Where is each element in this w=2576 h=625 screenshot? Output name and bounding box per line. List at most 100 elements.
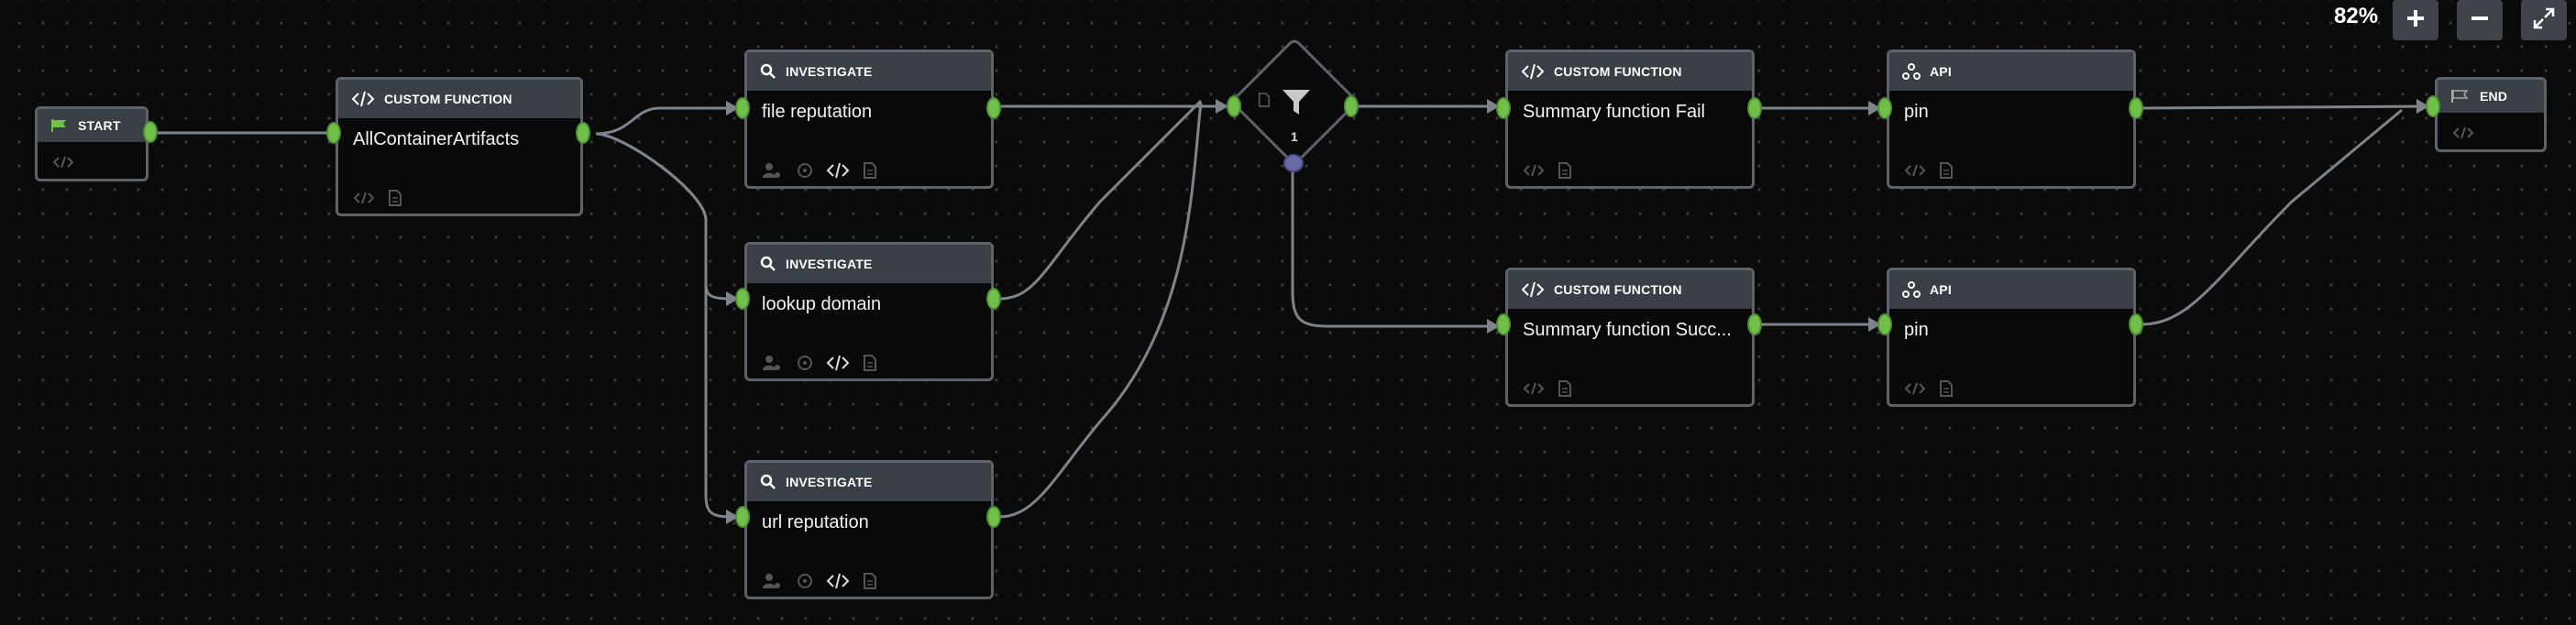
output-port[interactable] xyxy=(1747,97,1762,119)
start-label: START xyxy=(78,118,121,133)
code-icon[interactable] xyxy=(1523,163,1545,178)
notes-icon[interactable] xyxy=(1939,380,1954,397)
code-icon[interactable] xyxy=(2452,126,2474,140)
node-type: CUSTOM FUNCTION xyxy=(1554,64,1682,79)
code-icon[interactable] xyxy=(1523,381,1545,396)
input-port[interactable] xyxy=(1496,313,1511,335)
node-title: url reputation xyxy=(762,512,869,532)
custom-function-node-summary-fail[interactable]: CUSTOM FUNCTION Summary function Fail xyxy=(1505,49,1755,189)
end-node[interactable]: END xyxy=(2435,77,2547,152)
notes-icon[interactable] xyxy=(863,573,877,589)
start-node[interactable]: START xyxy=(35,106,149,181)
clock-icon[interactable] xyxy=(797,355,813,371)
input-port[interactable] xyxy=(1877,313,1892,335)
flag-outline-icon xyxy=(2450,89,2471,104)
arrowhead xyxy=(726,101,739,115)
input-port[interactable] xyxy=(1496,97,1511,119)
zoom-out-button[interactable] xyxy=(2457,0,2503,40)
end-input-port[interactable] xyxy=(2426,95,2440,117)
user-icon[interactable] xyxy=(762,162,784,179)
code-icon[interactable] xyxy=(52,155,74,170)
plus-icon xyxy=(2405,8,2426,33)
edge-custom-to-domain xyxy=(595,132,740,301)
user-icon[interactable] xyxy=(762,573,784,589)
edge-api-bottom-to-end xyxy=(2141,108,2403,326)
api-node-pin-top[interactable]: API pin xyxy=(1887,49,2136,189)
code-icon[interactable] xyxy=(1904,163,1926,178)
custom-function-node-summary-success[interactable]: CUSTOM FUNCTION Summary function Succ... xyxy=(1505,268,1755,407)
edge-url-to-filter xyxy=(998,102,1203,519)
input-port[interactable] xyxy=(735,506,750,528)
code-icon[interactable] xyxy=(826,355,850,371)
filter-bottom-port[interactable] xyxy=(1283,154,1304,172)
code-icon[interactable] xyxy=(1904,381,1926,396)
edge-domain-to-filter xyxy=(998,99,1203,301)
arrowhead xyxy=(2416,99,2429,114)
node-title: pin xyxy=(1904,102,1929,122)
investigate-node-file-reputation[interactable]: INVESTIGATE file reputation xyxy=(744,49,994,189)
edge-custom-to-file xyxy=(595,106,739,136)
output-port[interactable] xyxy=(2129,313,2143,335)
node-title: file reputation xyxy=(762,102,873,122)
node-type: CUSTOM FUNCTION xyxy=(384,92,512,106)
notes-icon[interactable] xyxy=(1558,380,1572,397)
node-title: Summary function Fail xyxy=(1523,102,1705,122)
filter-content: 1 xyxy=(1249,56,1340,148)
node-title: pin xyxy=(1904,320,1929,340)
start-output-port[interactable] xyxy=(143,121,158,143)
input-port[interactable] xyxy=(735,97,750,119)
clock-icon[interactable] xyxy=(797,573,813,589)
notes-icon[interactable] xyxy=(863,355,877,371)
end-label: END xyxy=(2480,89,2508,104)
output-port[interactable] xyxy=(2129,97,2143,119)
node-type: INVESTIGATE xyxy=(786,64,873,79)
filter-input-port[interactable] xyxy=(1227,95,1241,117)
api-icon xyxy=(1902,281,1921,298)
notes-icon[interactable] xyxy=(1558,162,1572,179)
arrowhead xyxy=(1868,101,1881,115)
notes-icon[interactable] xyxy=(388,190,402,206)
api-icon xyxy=(1902,63,1921,80)
arrowhead xyxy=(1487,319,1500,334)
code-icon[interactable] xyxy=(353,191,375,205)
output-port[interactable] xyxy=(576,122,590,144)
minus-icon xyxy=(2470,8,2490,33)
node-type: INVESTIGATE xyxy=(786,475,873,489)
node-type: API xyxy=(1930,282,1952,297)
output-port[interactable] xyxy=(986,97,1001,119)
node-type: INVESTIGATE xyxy=(786,257,873,271)
notes-icon[interactable] xyxy=(863,162,877,179)
expand-icon xyxy=(2533,7,2555,34)
node-title: lookup domain xyxy=(762,294,882,314)
edge-custom-to-url xyxy=(595,132,740,519)
code-icon[interactable] xyxy=(826,573,850,589)
search-icon xyxy=(760,63,776,80)
zoom-in-button[interactable] xyxy=(2393,0,2438,40)
api-node-pin-bottom[interactable]: API pin xyxy=(1887,268,2136,407)
custom-function-node-allcontainerartifacts[interactable]: CUSTOM FUNCTION AllContainerArtifacts xyxy=(336,77,583,216)
filter-count: 1 xyxy=(1291,129,1298,144)
node-title: Summary function Succ... xyxy=(1523,320,1732,340)
filter-output-port[interactable] xyxy=(1344,95,1359,117)
output-port[interactable] xyxy=(1747,313,1762,335)
output-port[interactable] xyxy=(986,506,1001,528)
arrowhead xyxy=(726,291,739,306)
notes-icon[interactable] xyxy=(1258,93,1271,112)
filter-icon xyxy=(1282,89,1311,121)
investigate-node-url-reputation[interactable]: INVESTIGATE url reputation xyxy=(744,460,994,599)
zoom-level: 82% xyxy=(2334,4,2379,28)
code-icon[interactable] xyxy=(826,162,850,179)
output-port[interactable] xyxy=(986,288,1001,310)
user-icon[interactable] xyxy=(762,355,784,371)
fullscreen-button[interactable] xyxy=(2521,0,2567,40)
notes-icon[interactable] xyxy=(1939,162,1954,179)
flag-icon xyxy=(50,118,69,133)
clock-icon[interactable] xyxy=(797,162,813,179)
edge-filter-to-succ xyxy=(1291,163,1500,328)
input-port[interactable] xyxy=(1877,97,1892,119)
search-icon xyxy=(760,474,776,490)
input-port[interactable] xyxy=(326,122,341,144)
investigate-node-lookup-domain[interactable]: INVESTIGATE lookup domain xyxy=(744,242,994,381)
code-icon xyxy=(351,91,375,107)
input-port[interactable] xyxy=(735,288,750,310)
